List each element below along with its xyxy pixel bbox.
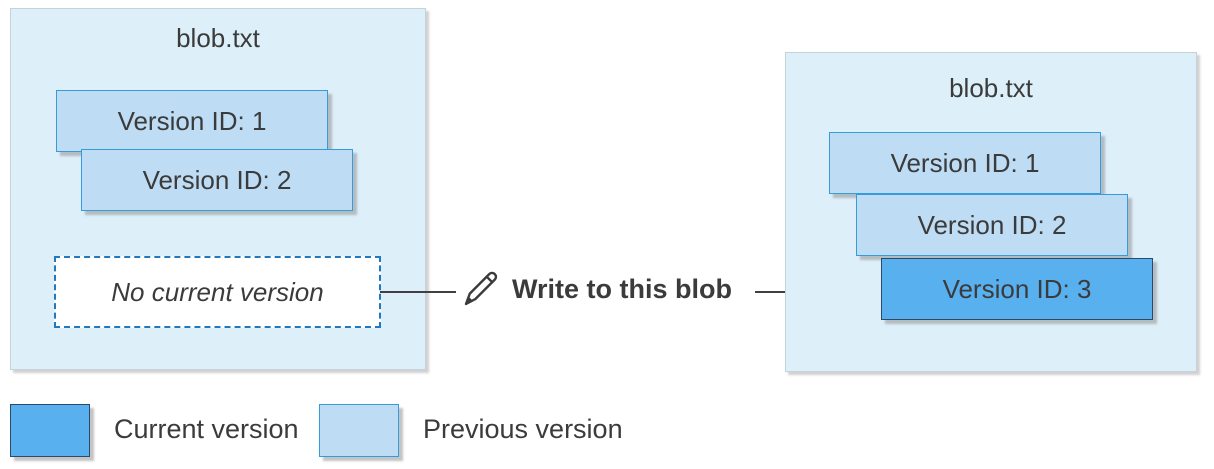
version-label: Version ID: 1 (117, 105, 267, 136)
no-current-version-label: No current version (111, 276, 324, 307)
legend: Current version Previous version (0, 404, 700, 464)
version-label: Version ID: 1 (890, 147, 1040, 178)
right-version-box-1: Version ID: 1 (829, 132, 1101, 194)
right-blob-title: blob.txt (949, 73, 1033, 103)
version-label: Version ID: 2 (142, 164, 292, 195)
right-blob-container: blob.txt Version ID: 1 Version ID: 2 Ver… (785, 52, 1197, 372)
legend-label-previous-version: Previous version (423, 414, 623, 444)
version-label: Version ID: 3 (942, 273, 1092, 304)
left-blob-title: blob.txt (176, 23, 260, 53)
version-label: Version ID: 2 (917, 209, 1067, 240)
right-version-box-3-current: Version ID: 3 (881, 258, 1153, 320)
connector-line-left (380, 291, 456, 293)
left-version-box-2: Version ID: 2 (81, 149, 353, 211)
write-action-label: Write to this blob (512, 274, 732, 304)
pencil-icon (458, 266, 502, 312)
no-current-version-box: No current version (54, 256, 381, 328)
left-version-box-1: Version ID: 1 (56, 90, 328, 152)
right-version-box-2: Version ID: 2 (856, 194, 1128, 256)
legend-swatch-previous-version (319, 404, 399, 457)
legend-swatch-current-version (10, 404, 90, 457)
left-blob-container: blob.txt Version ID: 1 Version ID: 2 No … (10, 8, 426, 370)
legend-label-current-version: Current version (114, 414, 299, 444)
